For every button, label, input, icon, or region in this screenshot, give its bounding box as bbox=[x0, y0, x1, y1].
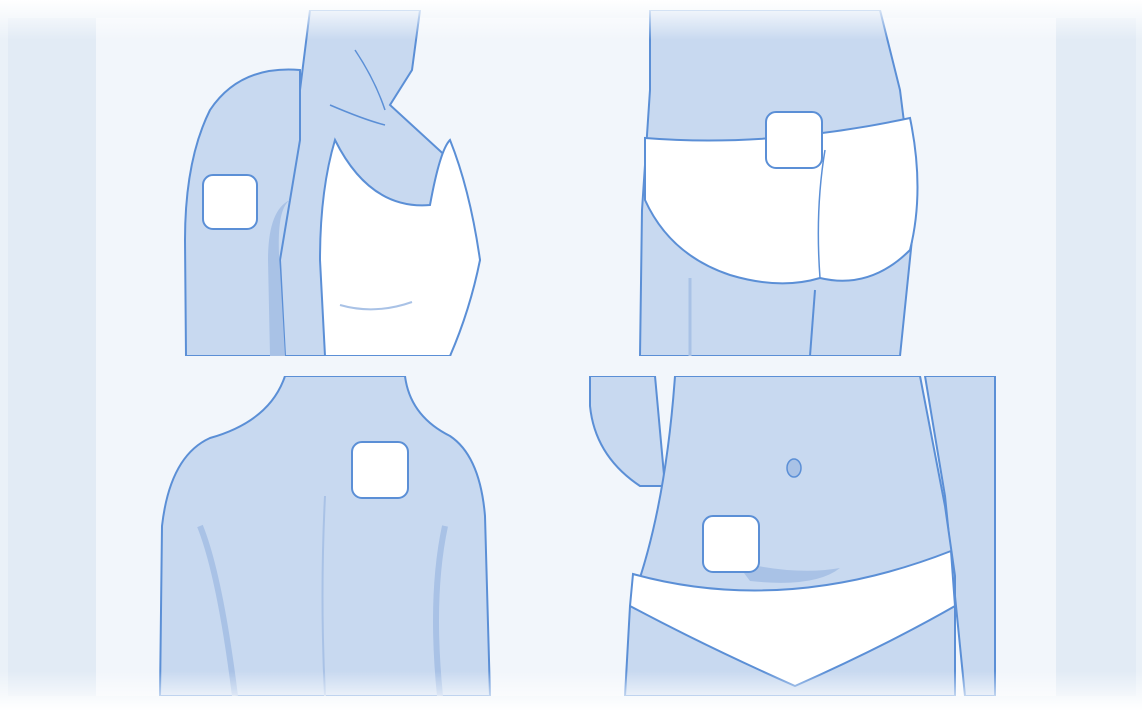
bottom-fade bbox=[0, 671, 1142, 711]
navel bbox=[787, 459, 801, 477]
panel-upper-arm bbox=[150, 10, 510, 356]
panel-upper-back bbox=[150, 376, 510, 696]
panel-divider bbox=[96, 356, 1056, 376]
upper-arm-illustration bbox=[150, 10, 510, 356]
left-arm bbox=[590, 376, 665, 486]
sensor-patch-icon bbox=[766, 112, 822, 168]
panel-abdomen bbox=[585, 376, 1000, 696]
right-border-band bbox=[1056, 18, 1136, 696]
left-border-band bbox=[8, 18, 96, 696]
top-fade bbox=[0, 0, 1142, 40]
panel-lower-back-buttock bbox=[630, 10, 930, 356]
sensor-patch-icon bbox=[203, 175, 257, 229]
sensor-patch-icon bbox=[352, 442, 408, 498]
upper-back-illustration bbox=[150, 376, 510, 696]
lower-back-illustration bbox=[630, 10, 930, 356]
sensor-patch-icon bbox=[703, 516, 759, 572]
abdomen-illustration bbox=[585, 376, 1000, 696]
